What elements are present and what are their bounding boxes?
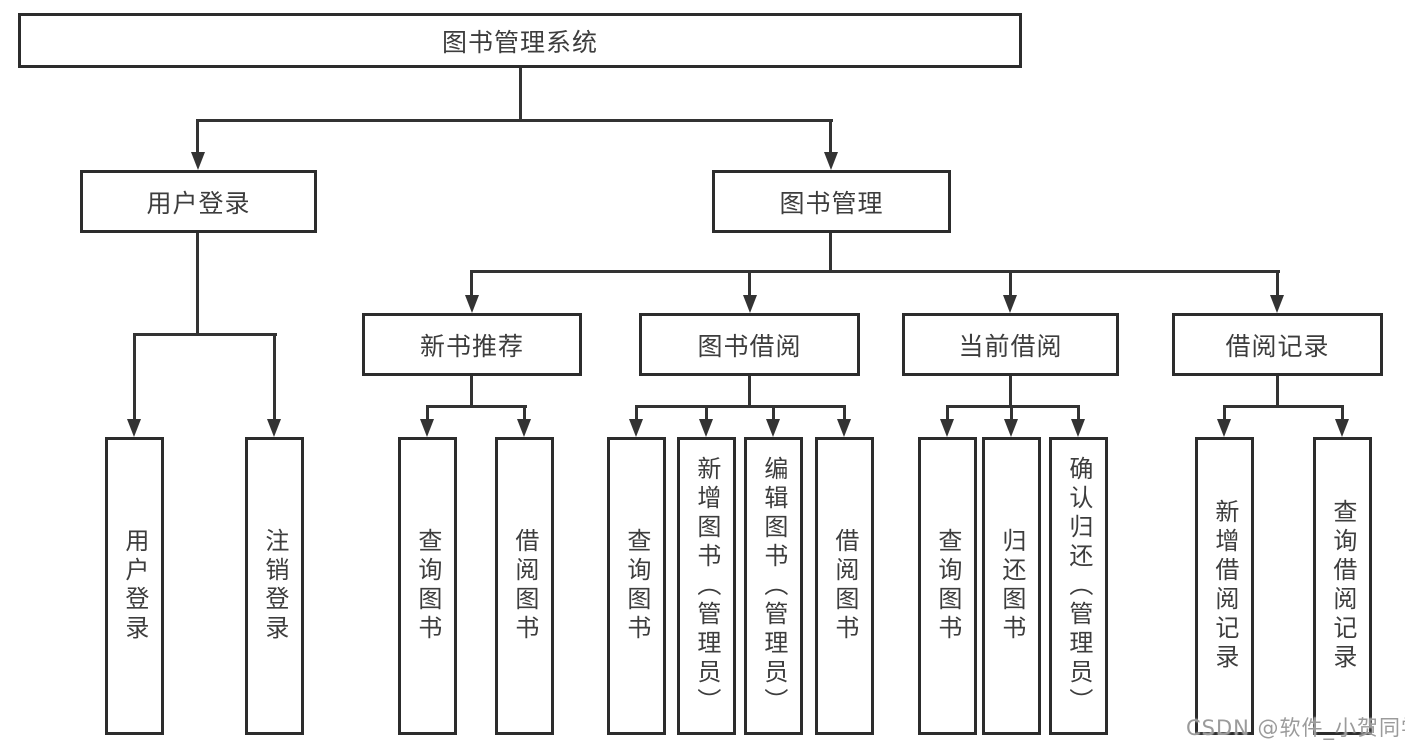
arrow-down-icon (824, 152, 838, 170)
connector-line (470, 270, 473, 297)
node-label: 编辑图书（管理员） (759, 455, 788, 717)
connector-line (748, 270, 751, 297)
leaf-edit-book-admin: 编辑图书（管理员） (744, 437, 803, 735)
node-label: 新增图书（管理员） (692, 455, 721, 717)
leaf-add-borrow-record: 新增借阅记录 (1195, 437, 1254, 735)
connector-line (772, 405, 775, 421)
node-book-borrowing: 图书借阅 (639, 313, 860, 376)
node-borrowing-records: 借阅记录 (1172, 313, 1383, 376)
node-label: 归还图书 (997, 528, 1026, 644)
node-new-book-recommend: 新书推荐 (362, 313, 582, 376)
connector-line (1341, 405, 1344, 421)
arrow-down-icon (699, 419, 713, 437)
connector-line (196, 119, 199, 154)
arrow-down-icon (1071, 419, 1085, 437)
leaf-add-book-admin: 新增图书（管理员） (677, 437, 736, 735)
leaf-return-book: 归还图书 (982, 437, 1041, 735)
node-current-borrowing: 当前借阅 (902, 313, 1119, 376)
arrow-down-icon (517, 419, 531, 437)
connector-line (946, 405, 949, 421)
leaf-borrow-books-borrowing: 借阅图书 (815, 437, 874, 735)
connector-line (705, 405, 708, 421)
arrow-down-icon (940, 419, 954, 437)
connector-line (273, 333, 276, 420)
arrow-down-icon (837, 419, 851, 437)
leaf-query-books-current: 查询图书 (918, 437, 977, 735)
node-label: 图书管理系统 (441, 27, 598, 57)
connector-line (829, 119, 832, 154)
csdn-watermark: CSDN @软件_小贺同学 (1186, 716, 1405, 740)
node-label: 新增借阅记录 (1210, 499, 1239, 673)
connector-line (1077, 405, 1080, 421)
connector-line (1276, 374, 1279, 407)
connector-line (1276, 270, 1279, 297)
arrow-down-icon (1270, 295, 1284, 313)
arrow-down-icon (267, 419, 281, 437)
node-label: 查询图书 (413, 528, 442, 644)
connector-line (519, 66, 522, 121)
connector-line (635, 405, 638, 421)
connector-line (196, 119, 833, 122)
connector-line (426, 405, 527, 408)
arrow-down-icon (191, 152, 205, 170)
node-label: 确认归还（管理员） (1064, 455, 1093, 717)
node-label: 用户登录 (120, 528, 149, 644)
arrow-down-icon (1004, 419, 1018, 437)
arrow-down-icon (127, 419, 141, 437)
connector-line (133, 333, 136, 420)
node-label: 查询图书 (933, 528, 962, 644)
node-user-login: 用户登录 (80, 170, 317, 233)
connector-line (133, 333, 277, 336)
connector-line (523, 405, 526, 421)
arrow-down-icon (1217, 419, 1231, 437)
node-book-management: 图书管理 (712, 170, 951, 233)
leaf-user-login: 用户登录 (105, 437, 164, 735)
connector-line (1010, 405, 1013, 421)
connector-line (470, 270, 1280, 273)
leaf-query-borrow-record: 查询借阅记录 (1313, 437, 1372, 735)
arrow-down-icon (465, 295, 479, 313)
connector-line (1009, 374, 1012, 407)
leaf-query-books-recommend: 查询图书 (398, 437, 457, 735)
leaf-borrow-books-recommend: 借阅图书 (495, 437, 554, 735)
arrow-down-icon (743, 295, 757, 313)
connector-line (426, 405, 429, 421)
node-label: 借阅图书 (510, 528, 539, 644)
leaf-logout: 注销登录 (245, 437, 304, 735)
node-label: 新书推荐 (419, 331, 524, 361)
node-label: 图书管理 (779, 188, 884, 218)
node-label: 当前借阅 (958, 331, 1063, 361)
connector-line (1009, 270, 1012, 297)
node-label: 借阅记录 (1225, 331, 1330, 361)
connector-line (829, 231, 832, 272)
connector-line (748, 374, 751, 407)
connector-line (196, 231, 199, 336)
node-label: 用户登录 (146, 188, 251, 218)
arrow-down-icon (1335, 419, 1349, 437)
node-label: 注销登录 (260, 528, 289, 644)
arrow-down-icon (420, 419, 434, 437)
leaf-query-books-borrowing: 查询图书 (607, 437, 666, 735)
connector-line (946, 405, 1080, 408)
connector-line (1223, 405, 1226, 421)
arrow-down-icon (1003, 295, 1017, 313)
connector-line (635, 405, 846, 408)
connector-line (843, 405, 846, 421)
arrow-down-icon (766, 419, 780, 437)
leaf-confirm-return-admin: 确认归还（管理员） (1049, 437, 1108, 735)
node-label: 查询图书 (622, 528, 651, 644)
arrow-down-icon (629, 419, 643, 437)
node-system-root: 图书管理系统 (18, 13, 1022, 68)
connector-line (470, 374, 473, 407)
node-label: 借阅图书 (830, 528, 859, 644)
node-label: 查询借阅记录 (1328, 499, 1357, 673)
connector-line (1223, 405, 1344, 408)
node-label: 图书借阅 (697, 331, 802, 361)
